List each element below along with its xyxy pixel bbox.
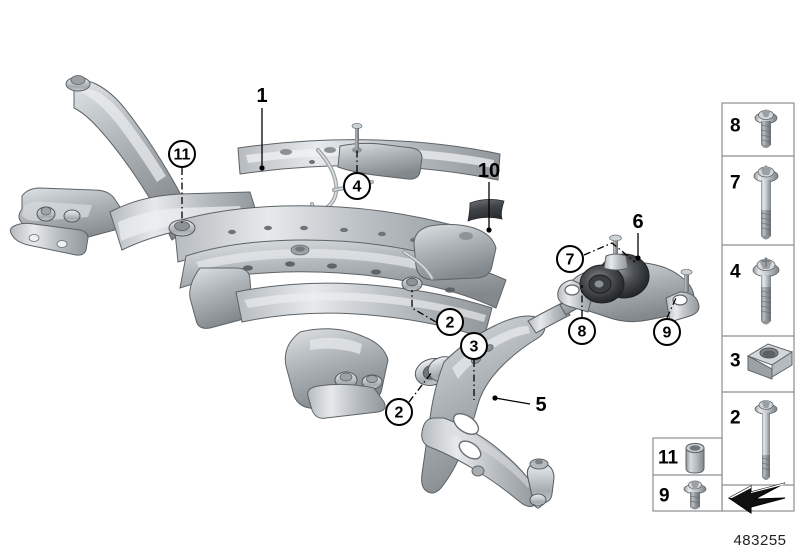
legend-item-flange-bolt-long: [753, 165, 779, 240]
callout-9[interactable]: 9: [653, 297, 681, 346]
callout-leader-9: [666, 297, 677, 319]
wishbone-control-arm-part5: [414, 292, 591, 509]
callout-3[interactable]: 3: [460, 332, 488, 400]
callout-leader-7: [583, 242, 636, 263]
callout-anchor-10: [486, 227, 492, 233]
legend-main-panel: [721, 102, 795, 512]
callout-circle-2: [436, 308, 464, 336]
callout-leader-5: [494, 397, 531, 405]
callout-8[interactable]: 8: [568, 285, 596, 345]
rear-bushing-bracket-part6: [557, 234, 700, 323]
callout-circle-2: [385, 398, 413, 426]
rubber-pad-part10: [467, 199, 505, 222]
callout-leader-2: [408, 371, 433, 403]
callout-circle-8: [568, 317, 596, 345]
callout-label-2: 2: [395, 405, 404, 422]
callout-11[interactable]: 11: [168, 140, 196, 225]
legend-label-3: 3: [730, 351, 741, 372]
callout-label-6: 6: [632, 211, 643, 233]
callout-label-5: 5: [535, 394, 546, 416]
legend-label-4: 4: [730, 262, 741, 283]
legend-label-2: 2: [730, 408, 741, 429]
callout-circle-9: [653, 318, 681, 346]
callout-2[interactable]: 2: [411, 290, 464, 336]
callout-label-4: 4: [353, 179, 362, 196]
callout-6[interactable]: 6: [632, 211, 644, 261]
legend-label-8: 8: [730, 116, 741, 137]
callout-anchor-5: [492, 395, 498, 401]
callout-label-10: 10: [478, 160, 500, 182]
callout-label-7: 7: [566, 252, 575, 269]
callout-leader-2: [411, 290, 437, 323]
legend-item-collar-screw: [683, 480, 707, 510]
callout-label-2: 2: [446, 315, 455, 332]
callout-circle-11: [168, 140, 196, 168]
callout-label-9: 9: [663, 325, 672, 342]
legend-label-9: 9: [659, 486, 670, 507]
callout-anchor-6: [635, 255, 641, 261]
legend-item-flange-bolt-short: [754, 109, 778, 148]
legend-label-11: 11: [658, 448, 679, 469]
legend-item-spacer-sleeve: [685, 442, 705, 474]
callout-2[interactable]: 2: [385, 371, 433, 426]
callout-label-8: 8: [578, 324, 587, 341]
callout-anchor-1: [259, 165, 265, 171]
callout-label-3: 3: [470, 339, 479, 356]
callout-10[interactable]: 10: [478, 160, 500, 233]
callout-label-11: 11: [174, 147, 191, 164]
legend-numbers: 8 7 4 3 2 11 9: [658, 116, 741, 507]
part-number: 483255: [733, 532, 786, 549]
callout-label-1: 1: [256, 85, 267, 107]
legend-label-7: 7: [730, 173, 741, 194]
legend-item-square-nut: [746, 343, 794, 380]
callout-circle-3: [460, 332, 488, 360]
legend-item-direction-arrow: [728, 482, 786, 514]
callout-5[interactable]: 5: [492, 394, 547, 416]
callout-circle-4: [343, 172, 371, 200]
callout-4[interactable]: 4: [343, 148, 371, 200]
legend-item-flange-bolt-medium: [752, 257, 780, 325]
callout-circle-7: [556, 245, 584, 273]
legend-item-flange-bolt-xlong: [754, 400, 778, 480]
front-axle-subframe: [9, 75, 507, 419]
callout-7[interactable]: 7: [556, 242, 636, 273]
callout-1[interactable]: 1: [256, 85, 268, 171]
